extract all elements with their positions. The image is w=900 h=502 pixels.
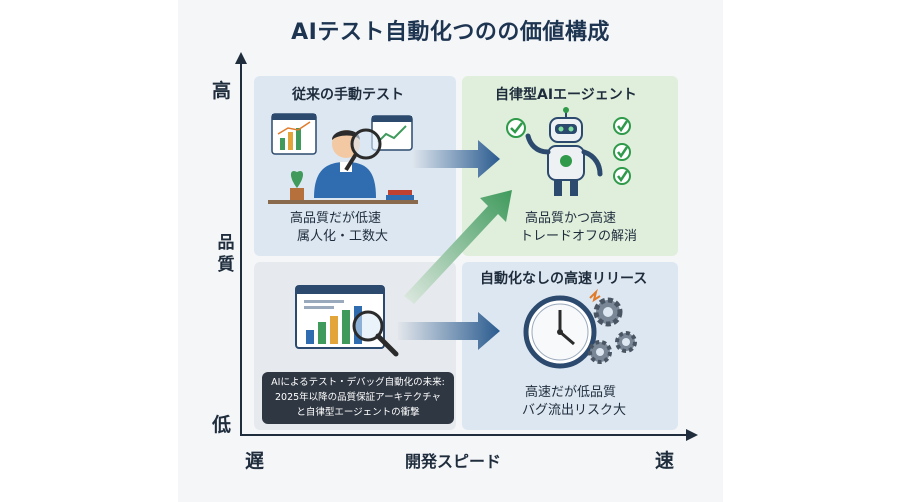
analysis-illustration: [295, 285, 399, 357]
y-axis-low-label: 低: [212, 414, 232, 436]
books-icon: [386, 190, 414, 200]
x-axis: [240, 434, 688, 436]
arrow-manual-to-ai: [412, 140, 500, 178]
check-icon: [613, 167, 631, 185]
magnifier-icon: [352, 310, 399, 357]
x-axis-arrow: [686, 429, 698, 441]
desk: [268, 200, 418, 204]
gear-icon: [588, 340, 612, 364]
magnifier-icon: [344, 128, 382, 172]
y-axis-high-label: 高: [212, 80, 232, 102]
y-axis: [240, 62, 242, 436]
check-icon: [613, 143, 631, 161]
chart-window-icon: [271, 113, 317, 155]
gear-icon: [593, 297, 623, 327]
arrow-to-fast-release: [398, 312, 500, 350]
robot-icon: [525, 107, 603, 196]
quadrant-fast-title: 自動化なしの高速リリース: [480, 271, 648, 287]
quadrant-manual-line2: 属人化・工数大: [297, 229, 389, 244]
caption-line-2: 2025年以降の品質保証アーキテクチャ: [274, 392, 441, 403]
plant-icon: [290, 170, 304, 200]
y-axis-arrow: [235, 52, 247, 64]
quadrant-manual-line1: 高品質だが低速: [290, 211, 382, 226]
quadrant-ai-line1: 高品質かつ高速: [525, 211, 617, 226]
check-icon: [613, 117, 631, 135]
quadrant-fast-line1: 高速だが低品質: [525, 385, 617, 400]
quadrant-manual-title: 従来の手動テスト: [292, 87, 404, 103]
arrow-to-ai-diagonal: [404, 190, 512, 304]
quadrant-fast-line2: バグ流出リスク大: [522, 403, 627, 418]
x-axis-fast-label: 速: [655, 450, 675, 472]
spark-icon: [589, 288, 601, 303]
x-axis-slow-label: 遅: [245, 450, 265, 472]
clock-icon: [523, 295, 597, 369]
caption-line-1: AIによるテスト・デバッグ自動化の未来:: [271, 377, 445, 388]
x-axis-label: 開発スピード: [405, 452, 502, 471]
check-icon: [506, 118, 526, 138]
ai-agent-illustration: [506, 107, 631, 196]
quadrant-ai-title: 自律型AIエージェント: [495, 87, 637, 103]
caption-line-3: と自律型エージェントの衝撃: [296, 407, 420, 418]
diagram-title: AIテスト自動化つのの価値構成: [291, 20, 610, 45]
fast-release-illustration: [523, 288, 637, 369]
y-axis-label: 品質: [217, 233, 235, 275]
quadrant-ai-line2: トレードオフの解消: [520, 229, 638, 244]
caption-box: AIによるテスト・デバッグ自動化の未来: 2025年以降の品質保証アーキテクチャ…: [262, 372, 454, 424]
manual-tester-illustration: [268, 113, 418, 204]
gear-icon: [615, 331, 637, 353]
